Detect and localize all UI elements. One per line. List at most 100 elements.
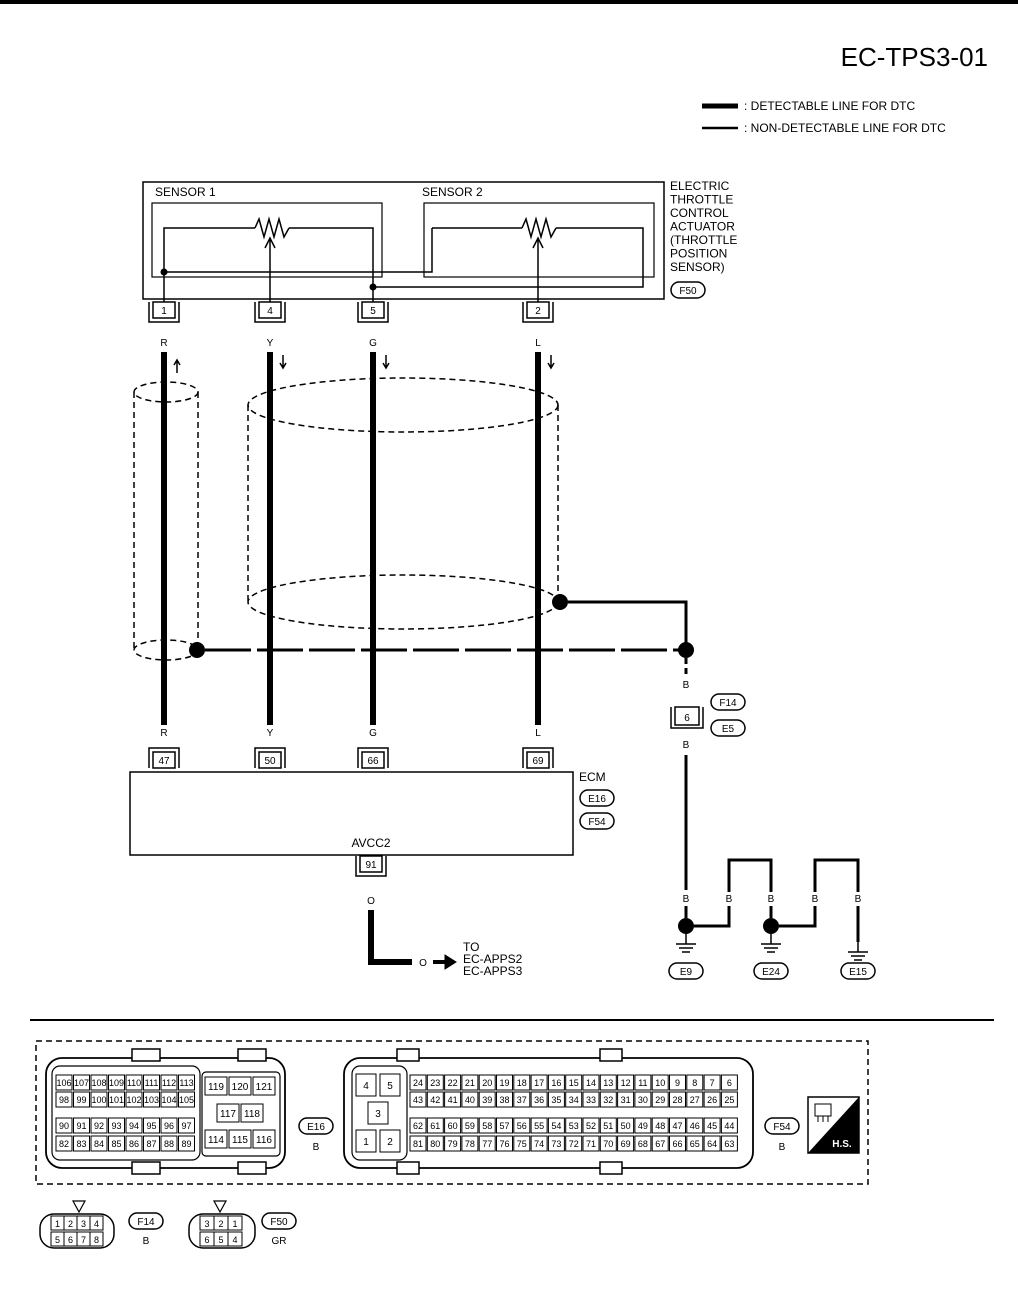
f14-pin: 7 bbox=[81, 1235, 86, 1245]
shield2-bottom bbox=[247, 574, 559, 630]
e16-pin-cell bbox=[90, 1091, 108, 1108]
f14-pin: 8 bbox=[94, 1235, 99, 1245]
e16-pin-cell bbox=[252, 1129, 276, 1149]
e16-pin-cell bbox=[160, 1135, 178, 1152]
f54-pin: 10 bbox=[655, 1078, 665, 1088]
f14-pin-cell bbox=[89, 1215, 104, 1231]
junction-dot bbox=[369, 283, 377, 291]
e16-pin-cell bbox=[90, 1135, 108, 1152]
legend-non-detectable-text: : NON-DETECTABLE LINE FOR DTC bbox=[744, 121, 946, 135]
actuator-name-line: ACTUATOR bbox=[670, 220, 735, 234]
f54-pin: 46 bbox=[690, 1121, 700, 1131]
f54-pin-cell bbox=[461, 1117, 479, 1134]
f54-pin: 69 bbox=[621, 1139, 631, 1149]
shield-junction-dot bbox=[678, 642, 694, 658]
f14-connector-label: F14 bbox=[137, 1217, 155, 1228]
f54-pin-cell bbox=[426, 1135, 444, 1152]
e16-pin-cell bbox=[240, 1103, 264, 1123]
junction-conn-f14-label: F14 bbox=[719, 698, 737, 709]
f54-pin: 29 bbox=[655, 1095, 665, 1105]
f54-pin: 63 bbox=[724, 1139, 734, 1149]
f54-pin-cell bbox=[530, 1117, 548, 1134]
e16-pin-cell bbox=[143, 1135, 160, 1152]
ecm-label: ECM bbox=[579, 770, 606, 784]
f54-pin-cell bbox=[513, 1117, 531, 1134]
ground-link-wire bbox=[694, 906, 731, 928]
f54-pin: 24 bbox=[413, 1078, 423, 1088]
sensor2-wiper bbox=[532, 236, 544, 302]
actuator-wire-color: Y bbox=[267, 338, 274, 349]
f50-pin: 3 bbox=[204, 1219, 209, 1229]
actuator-name-line: POSITION bbox=[670, 247, 727, 261]
ecm-conn-f54-label: F54 bbox=[588, 817, 606, 828]
f54-pin: 12 bbox=[621, 1078, 631, 1088]
e16-pin: 103 bbox=[144, 1095, 159, 1105]
e16-pin-cell bbox=[178, 1074, 195, 1091]
f54-key bbox=[396, 1161, 420, 1175]
e16-pin: 91 bbox=[76, 1121, 86, 1131]
current-arrow bbox=[279, 355, 287, 370]
ground-loop-wire bbox=[813, 858, 860, 892]
ecm-wire-color: L bbox=[535, 728, 541, 739]
sensor1-label: SENSOR 1 bbox=[155, 185, 216, 199]
f54-pin-cell bbox=[582, 1091, 600, 1108]
e16-pin: 121 bbox=[256, 1082, 273, 1093]
actuator-pin-bracket bbox=[522, 302, 554, 323]
e16-key bbox=[131, 1048, 161, 1062]
f54-pin-cell bbox=[651, 1135, 669, 1152]
e16-pin: 100 bbox=[91, 1095, 106, 1105]
junction-pin-box bbox=[674, 706, 700, 726]
to-ref-arrow-head bbox=[444, 954, 457, 970]
ground-wire-label: B bbox=[726, 894, 733, 905]
f54-pin: 70 bbox=[603, 1139, 613, 1149]
f54-pin-cell bbox=[379, 1073, 401, 1097]
ecm-pin-bracket bbox=[254, 747, 286, 768]
ecm-wire-color: R bbox=[160, 728, 167, 739]
f14-pin: 3 bbox=[81, 1219, 86, 1229]
f54-pin-cell bbox=[513, 1091, 531, 1108]
f14-pin-cell bbox=[89, 1231, 104, 1247]
f54-pin-cell bbox=[444, 1117, 462, 1134]
f54-pin: 20 bbox=[482, 1078, 492, 1088]
f54-pin-cell bbox=[582, 1074, 600, 1091]
sensor2-supply-wire bbox=[164, 228, 433, 273]
e16-pin: 107 bbox=[74, 1078, 89, 1088]
f54-pin: 74 bbox=[534, 1139, 544, 1149]
f54-pin: 36 bbox=[534, 1095, 544, 1105]
f54-pin-cell bbox=[496, 1091, 513, 1108]
f54-pin-cell bbox=[444, 1074, 462, 1091]
f54-pin-cell bbox=[496, 1074, 513, 1091]
e16-pin-cell bbox=[108, 1074, 125, 1091]
ground-name-label: E15 bbox=[849, 967, 867, 978]
f54-pin-cell bbox=[547, 1074, 565, 1091]
ground-name-label: E24 bbox=[762, 967, 780, 978]
f54-pin: 21 bbox=[465, 1078, 475, 1088]
e16-pin-cell bbox=[90, 1074, 108, 1091]
f54-pin: 19 bbox=[499, 1078, 509, 1088]
current-arrow bbox=[547, 355, 555, 370]
actuator-name-line: THROTTLE bbox=[670, 193, 733, 207]
sensor2-resistor bbox=[521, 216, 557, 240]
f54-pin: 11 bbox=[638, 1078, 647, 1088]
ground-loop-wire bbox=[727, 858, 773, 892]
f54-pin: 76 bbox=[499, 1139, 509, 1149]
e16-pin-cell bbox=[125, 1074, 143, 1091]
f54-pin: 31 bbox=[621, 1095, 631, 1105]
ecm-wire-color: Y bbox=[267, 728, 274, 739]
f54-pin-cell bbox=[669, 1091, 686, 1108]
f54-pin: 43 bbox=[413, 1095, 423, 1105]
junction-dot bbox=[160, 268, 168, 276]
actuator-pin-num: 5 bbox=[370, 306, 376, 317]
current-arrow bbox=[382, 355, 390, 370]
junction-conn-e5-oval bbox=[710, 719, 746, 737]
ecm-pin-num: 69 bbox=[532, 756, 544, 767]
f54-pin-cell bbox=[669, 1117, 686, 1134]
e16-pin: 83 bbox=[76, 1139, 86, 1149]
junction-conn-f14-oval bbox=[710, 693, 746, 711]
sensor1-wiper bbox=[264, 236, 276, 302]
f54-pin: 26 bbox=[707, 1095, 717, 1105]
f54-pin-cell bbox=[703, 1074, 721, 1091]
f54-pin: 34 bbox=[569, 1095, 579, 1105]
f54-pin: 52 bbox=[586, 1121, 596, 1131]
